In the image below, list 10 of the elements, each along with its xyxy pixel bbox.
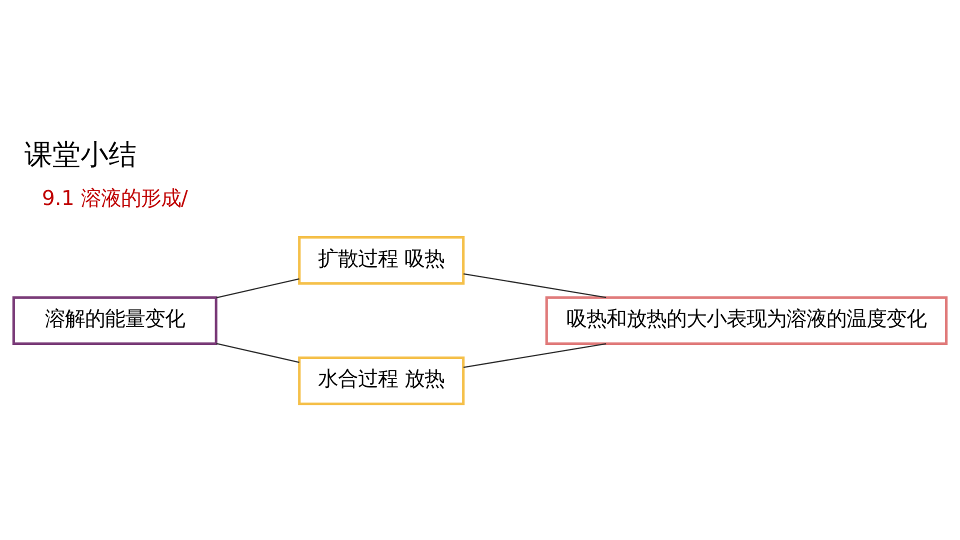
connector (216, 342, 300, 363)
diagram-title: 课堂小结 (24, 138, 136, 171)
connector (216, 278, 300, 298)
label: 9.1 溶液的形成/ (42, 186, 188, 210)
node-box: 水合过程 放热 (298, 356, 465, 406)
connector (463, 343, 606, 368)
node-box: 吸热和放热的大小表现为溶液的温度变化 (545, 296, 948, 345)
node-box: 溶解的能量变化 (12, 296, 218, 345)
node-box: 扩散过程 吸热 (298, 236, 465, 285)
connector (463, 273, 606, 298)
